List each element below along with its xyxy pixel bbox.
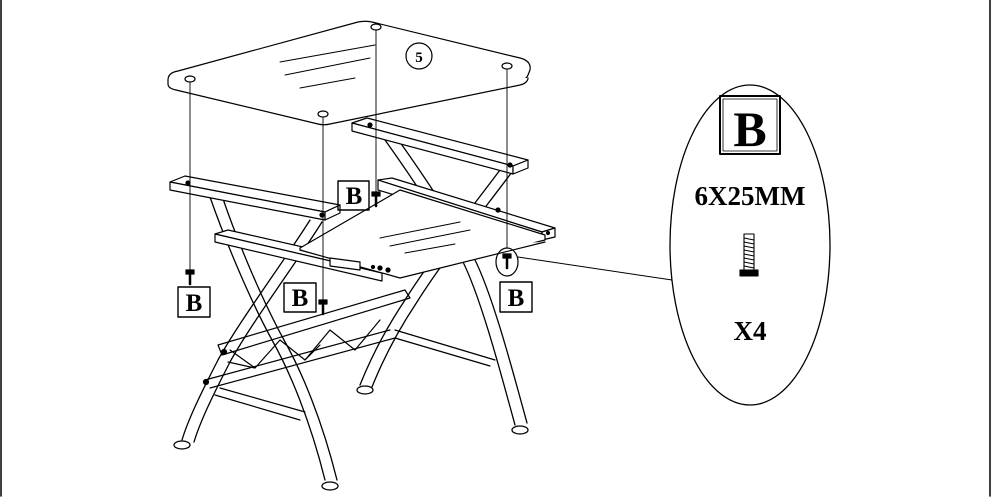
bottom-rack: [202, 289, 496, 421]
screw-icon: [318, 299, 328, 316]
callout-letter-box: [719, 95, 781, 155]
screw-icon: [371, 191, 381, 208]
label-box-right: [499, 281, 533, 313]
label-box-left: [177, 286, 211, 318]
screw-detail-icon: [739, 233, 759, 277]
guide-lines: [189, 29, 508, 301]
callout-quantity: X4: [734, 316, 767, 346]
screw-icon: [185, 269, 195, 286]
callout-leader-line: [517, 256, 673, 281]
screw-label-right: B: [508, 285, 525, 312]
front-left-rail: [169, 175, 341, 221]
step-number: 5: [415, 50, 423, 66]
screw-label-lower: B: [292, 285, 309, 312]
label-box-center: [337, 180, 370, 211]
glass-top: [167, 20, 531, 126]
screw-label-center: B: [346, 183, 363, 210]
label-box-lower: [283, 282, 317, 313]
callout-letter: B: [733, 101, 766, 157]
step-number-circle: [405, 42, 433, 70]
screw-icon: [502, 253, 512, 270]
screw-label-left: B: [186, 290, 203, 317]
screw-highlight-circle: [495, 247, 519, 277]
callout-screw-size: 6X25MM: [695, 181, 806, 211]
screw-icons: [185, 191, 512, 316]
hardware-callout-oval: [669, 84, 831, 406]
keyboard-tray: [214, 177, 556, 282]
back-rail: [351, 117, 529, 175]
